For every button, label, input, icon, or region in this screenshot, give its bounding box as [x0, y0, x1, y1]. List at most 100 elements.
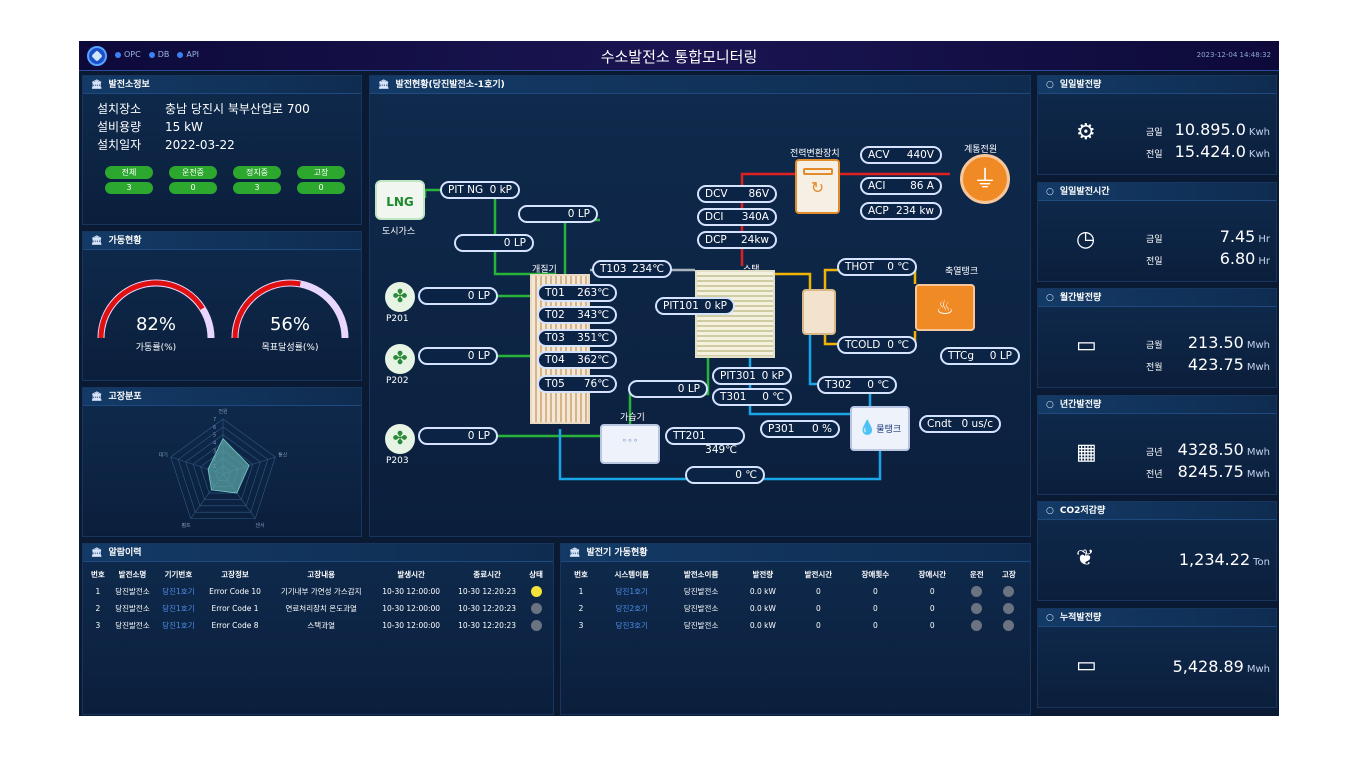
pump-fan-icon[interactable]: ✤: [385, 344, 415, 374]
table-cell[interactable]: 당진1호기: [162, 604, 195, 613]
lng-tank[interactable]: LNG: [375, 180, 425, 220]
column-header: 발전소명: [118, 570, 147, 579]
fault-led-icon: [1003, 603, 1015, 614]
radar-grid: [170, 418, 276, 519]
table-cell[interactable]: 당진1호기: [162, 621, 195, 630]
stat-period-label: 전일: [1146, 150, 1163, 160]
sensor-flow[interactable]: 0 LP: [518, 205, 598, 223]
table-cell: 0.0 kW: [749, 604, 776, 613]
table-cell: 1: [578, 587, 584, 596]
inverter-unit[interactable]: ↻: [795, 159, 840, 214]
sensor-flow[interactable]: 0 LP: [418, 347, 498, 365]
sensor-flow[interactable]: 0 LP: [418, 427, 498, 445]
fault-led-icon: [1003, 586, 1015, 597]
table-cell: 10-30 12:20:23: [458, 621, 517, 630]
sensor-flow[interactable]: 0 LP: [418, 287, 498, 305]
sensor-flow[interactable]: 0 LP: [454, 234, 534, 252]
sensor-return-temp[interactable]: 0 ℃: [685, 466, 765, 484]
stat-period-label: 금월: [1146, 341, 1163, 351]
table-cell: 10-30 12:20:23: [458, 604, 517, 613]
table-cell: 10-30 12:00:00: [382, 621, 441, 630]
table-cell: 0: [816, 621, 821, 630]
table-cell: 0: [872, 587, 878, 596]
inverter-display: [802, 168, 833, 175]
table-cell: 당진발전소: [683, 587, 719, 596]
radar-tick-label: 6: [213, 425, 216, 431]
battery-icon: ▭: [1076, 652, 1097, 678]
flame-icon[interactable]: ♨: [915, 284, 975, 331]
table-cell[interactable]: 당진2호기: [615, 604, 648, 613]
plug-icon[interactable]: ⏚: [960, 154, 1010, 204]
building-icon: 🏛: [91, 236, 103, 246]
circle-icon: ○: [1046, 399, 1054, 410]
panel-header: ○월간발전량: [1038, 289, 1276, 307]
humidifier-label: 가습기: [620, 413, 645, 423]
table-cell[interactable]: 당진3호기: [615, 621, 648, 630]
calendar-icon: ▭: [1076, 333, 1097, 358]
table-cell: 0: [929, 604, 935, 613]
panel-header: ○일일발전량: [1038, 76, 1276, 94]
table-cell[interactable]: 당진1호기: [615, 587, 648, 596]
water-tank[interactable]: 💧물탱크: [850, 406, 910, 451]
grid-power-label: 계통전원: [964, 145, 998, 155]
circle-icon: ○: [1046, 80, 1054, 90]
pump-fan-icon[interactable]: ✤: [385, 424, 415, 454]
logo-icon[interactable]: [87, 46, 107, 66]
humidifier-unit[interactable]: ∘∘∘: [600, 424, 660, 464]
circle-icon: ○: [1046, 293, 1054, 303]
table-cell[interactable]: 당진1호기: [162, 587, 195, 596]
status-led-icon: [530, 603, 542, 614]
pump-fan-icon[interactable]: ✤: [385, 282, 415, 312]
table-cell: 3: [95, 621, 101, 630]
connection-status: OPC DB API: [115, 50, 199, 59]
table-cell: [993, 617, 1025, 634]
sensor-flow[interactable]: 0 LP: [628, 380, 708, 398]
heat-exchanger[interactable]: [802, 289, 836, 335]
column-header: 번호: [91, 570, 105, 579]
radar-axis-label: 전원: [218, 408, 228, 415]
sprout-icon: ❦: [1076, 546, 1095, 571]
table-cell: 10-30 12:00:00: [382, 587, 441, 596]
